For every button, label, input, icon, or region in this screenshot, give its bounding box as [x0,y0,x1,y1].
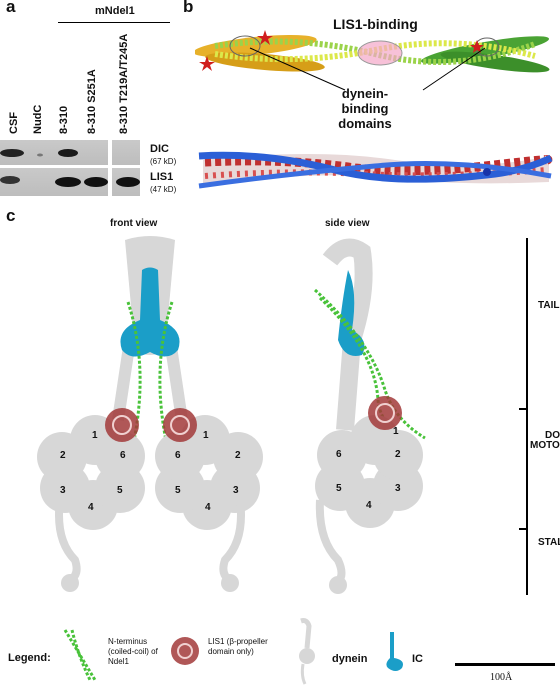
lane-label-t219a: 8-310 T219A/T245A [118,33,130,134]
region-bracket-line [526,238,528,595]
dynein-binding-label: dynein-binding domains [338,86,392,131]
lis1-side [368,396,402,430]
lis1-band-t219a [116,177,140,187]
blot-kd-lis1: (47 kD) [150,185,177,194]
dynein-model-illustration [37,236,426,594]
domain-number-front-right-3: 3 [233,485,239,496]
western-blot [0,138,140,198]
legend-dynein-icon [299,618,315,685]
domain-number-side-1: 1 [393,426,399,437]
legend-dynein-text: dynein [332,653,368,665]
domain-number-front-right-4: 4 [205,502,211,513]
domain-number-front-left-4: 4 [88,502,94,513]
blot-label-lis1: LIS1 [150,171,174,183]
domain-number-front-left-3: 3 [60,485,66,496]
domain-number-side-6: 6 [336,449,342,460]
ic-front [120,267,180,357]
side-view [313,238,426,594]
domain-number-front-left-6: 6 [120,450,126,461]
blot-kd-dic: (67 kD) [150,157,177,166]
domain-number-front-left-5: 5 [117,485,123,496]
side-view-label: side view [325,218,370,229]
scale-bar-label: 100Å [490,672,513,683]
legend-ic-text: IC [412,653,423,665]
lane-label-nudc: NudC [32,104,44,134]
dynein-binding-site-left [229,35,261,57]
domain-number-front-left-2: 2 [60,450,66,461]
domain-number-front-right-1: 1 [203,430,209,441]
domain-number-side-5: 5 [336,483,342,494]
region-label-domain: DOMAIN [545,430,560,441]
lis1-band-csf [0,176,20,184]
domain-number-front-right-5: 5 [175,485,181,496]
ndel1-structure-illustration [195,30,553,189]
domain-number-front-right-6: 6 [175,450,181,461]
domain-number-front-right-2: 2 [235,450,241,461]
panel-a-label: a [6,0,16,16]
lis1-binding-site [357,40,403,66]
front-view-label: front view [110,218,158,229]
lis1-binding-label: LIS1-binding [333,16,418,32]
panel-c-label: c [6,206,16,225]
header-line [58,22,170,23]
legend-title: Legend: [8,652,51,664]
dic-band-8310 [58,149,78,157]
blot-label-dic: DIC [150,143,169,155]
legend-lis1-icon [171,637,199,665]
panel-a-header: mNdel1 [95,5,135,17]
scale-bar [455,663,555,666]
lane-label-csf: CSF [8,112,20,134]
domain-number-side-4: 4 [366,500,372,511]
front-view [37,236,263,592]
lis1-band-s251a [84,177,108,187]
domain-number-side-2: 2 [395,449,401,460]
region-label-stalk: STALK [538,537,560,548]
lis1-front-left [105,408,139,442]
panel-b-label: b [183,0,194,16]
legend-ndel1-icon [63,629,97,681]
domain-number-front-left-1: 1 [92,430,98,441]
region-label-motor: MOTOR [530,440,560,451]
dic-band-csf [0,149,24,157]
legend-lis1-text: LIS1 (β-propeller domain only) [208,637,268,656]
lane-label-8-310: 8-310 [58,105,70,134]
legend-ndel1-text: N-terminus (coiled-coil) of Ndel1 [108,637,158,666]
domain-number-side-3: 3 [395,483,401,494]
lane-label-s251a: 8-310 S251A [86,69,98,134]
lis1-front-right [163,408,197,442]
region-label-tail: TAIL [538,300,560,311]
lis1-band-8310 [55,177,81,187]
dic-band-nudc [37,153,43,157]
legend-ic-icon [386,632,403,671]
